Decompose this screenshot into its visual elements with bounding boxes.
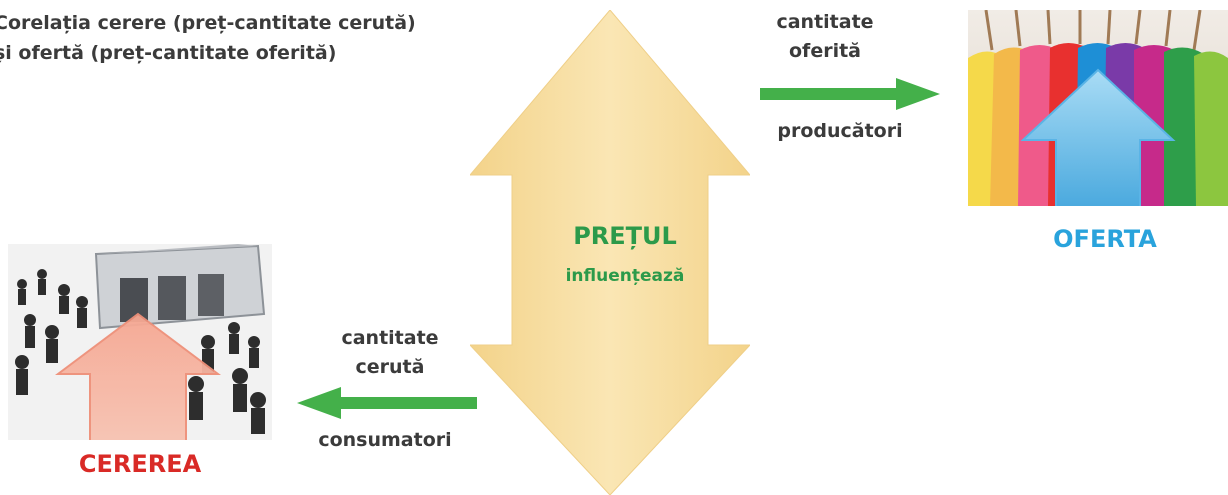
supply-title: OFERTA: [1053, 225, 1157, 253]
demand-flow-arrow: [297, 387, 477, 419]
supply-flow-arrow: [760, 78, 940, 110]
crowd-running-to-store-image: [8, 244, 272, 440]
clothes-on-hangers-image: [968, 10, 1228, 206]
supply-quantity-label: cantitate oferită: [776, 11, 874, 62]
caption-line-1: Corelația cerere (preț-cantitate cerută): [0, 12, 416, 34]
price-double-arrow: [470, 10, 750, 495]
producers-label: producători: [777, 120, 903, 142]
price-title: PREȚUL: [573, 222, 677, 250]
demand-quantity-label: cantitate cerută: [341, 327, 439, 378]
caption-line-2: și ofertă (preț-cantitate oferită): [0, 42, 337, 64]
demand-title: CEREREA: [78, 450, 202, 478]
price-subtitle: influențează: [565, 266, 685, 286]
diagram-caption: Corelația cerere (preț-cantitate cerută)…: [0, 8, 416, 68]
consumers-label: consumatori: [318, 429, 452, 451]
